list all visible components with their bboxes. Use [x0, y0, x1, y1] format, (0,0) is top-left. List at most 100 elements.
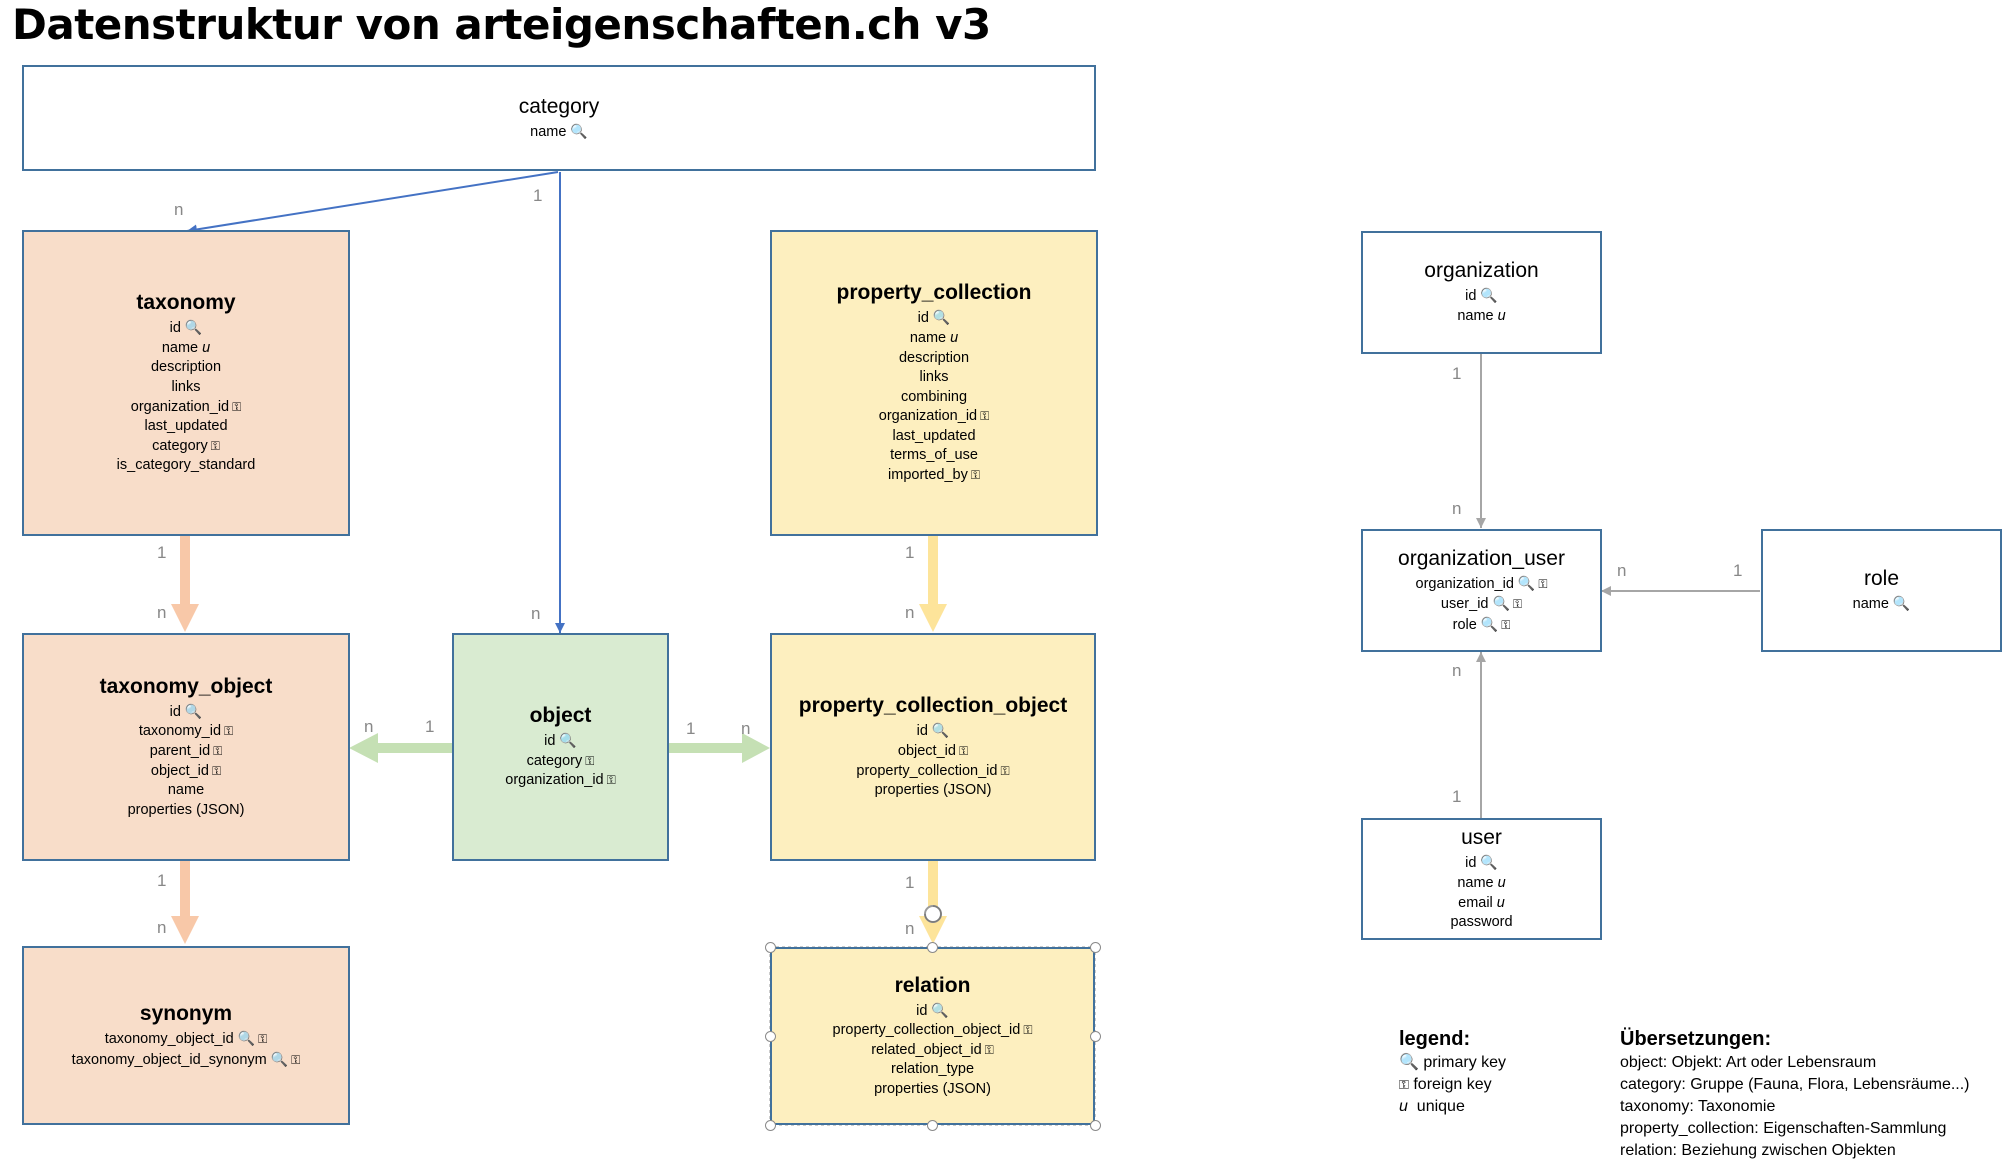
- field-label: taxonomy_id: [138, 723, 222, 740]
- entity-field: organization_id⚿: [505, 771, 616, 791]
- small-key-icon: ⚿: [1000, 763, 1010, 778]
- field-label: properties (JSON): [874, 782, 992, 799]
- field-list: id🔍property_collection_object_id⚿related…: [833, 1001, 1033, 1100]
- entity-field: links: [117, 378, 256, 398]
- field-label: property_collection_object_id: [832, 1022, 1021, 1039]
- entity-field: relation_type: [833, 1060, 1033, 1080]
- key-icon: 🔍: [932, 309, 951, 326]
- translations-heading: Übersetzungen:: [1620, 1028, 1772, 1050]
- small-key-icon: ⚿: [1023, 1023, 1033, 1038]
- entity-name: relation: [894, 973, 971, 997]
- small-key-icon: ⚿: [606, 773, 616, 788]
- entity-field: organization_id⚿: [117, 398, 256, 418]
- resize-handle-n[interactable]: [927, 942, 938, 953]
- key-icon: 🔍: [184, 319, 203, 336]
- small-key-icon: ⚿: [958, 743, 969, 758]
- field-label: password: [1450, 914, 1513, 931]
- cardinality-label: 1: [425, 717, 435, 736]
- field-label: description: [898, 349, 970, 366]
- field-label: related_object_id: [871, 1041, 982, 1058]
- field-label: category: [152, 437, 208, 454]
- entity-object[interactable]: object id🔍category⚿organization_id⚿: [452, 633, 669, 861]
- cardinality-label: 1: [905, 873, 915, 892]
- field-label: taxonomy_object_id_synonym: [71, 1051, 267, 1068]
- entity-field: taxonomy_id⚿: [128, 722, 245, 742]
- entity-relation[interactable]: relation id🔍property_collection_object_i…: [770, 947, 1095, 1125]
- field-label: parent_id: [149, 742, 211, 759]
- small-key-icon: ⚿: [1501, 617, 1511, 632]
- key-icon: 🔍: [1480, 615, 1499, 632]
- resize-handle-w[interactable]: [765, 1031, 776, 1042]
- small-key-icon: ⚿: [213, 743, 223, 758]
- taxonomy-object-synonym-arrowhead: [171, 916, 199, 944]
- field-label: combining: [900, 388, 968, 405]
- resize-handle-sw[interactable]: [765, 1120, 776, 1131]
- field-label: last_updated: [144, 418, 228, 435]
- entity-field: imported_by⚿: [879, 466, 990, 486]
- legend-item-unique: u unique: [1399, 1096, 1506, 1118]
- entity-field: last_updated: [879, 427, 990, 447]
- entity-field: properties (JSON): [128, 801, 245, 821]
- unique-marker: u: [202, 339, 211, 356]
- entity-field: combining: [879, 388, 990, 408]
- entity-role[interactable]: role name🔍: [1761, 529, 2002, 652]
- entity-taxonomy-object[interactable]: taxonomy_object id🔍taxonomy_id⚿parent_id…: [22, 633, 350, 861]
- small-key-icon: ⚿: [1512, 597, 1523, 612]
- entity-field: id🔍: [117, 318, 256, 339]
- entity-property-collection-object[interactable]: property_collection_object id🔍object_id⚿…: [770, 633, 1096, 861]
- field-label: id: [169, 703, 181, 720]
- entity-organization-user[interactable]: organization_user organization_id🔍⚿user_…: [1361, 529, 1602, 652]
- unique-marker: u: [1497, 308, 1506, 324]
- field-label: name: [1457, 308, 1494, 324]
- key-icon: 🔍: [570, 122, 588, 139]
- entity-synonym[interactable]: synonym taxonomy_object_id🔍⚿taxonomy_obj…: [22, 946, 350, 1125]
- cardinality-label: 1: [1733, 561, 1743, 580]
- field-label: properties (JSON): [874, 1080, 991, 1097]
- small-key-icon: ⚿: [585, 753, 595, 768]
- entity-name: taxonomy_object: [99, 674, 273, 698]
- small-key-icon: ⚿: [211, 763, 222, 778]
- field-label: relation_type: [890, 1061, 975, 1078]
- field-label: object_id: [897, 742, 956, 759]
- small-key-icon: ⚿: [232, 399, 242, 414]
- field-label: organization_id: [505, 772, 604, 789]
- resize-handle-ne[interactable]: [1090, 942, 1101, 953]
- object-pco-connector: [668, 743, 745, 753]
- entity-name: synonym: [139, 1001, 233, 1025]
- entity-name: taxonomy: [136, 291, 236, 315]
- resize-handle-nw[interactable]: [765, 942, 776, 953]
- field-list: id🔍category⚿organization_id⚿: [505, 731, 616, 791]
- resize-handle-e[interactable]: [1090, 1031, 1101, 1042]
- entity-field: category⚿: [505, 752, 616, 772]
- entity-category[interactable]: category name🔍: [22, 65, 1096, 171]
- entity-field: name: [128, 781, 245, 801]
- small-key-icon: ⚿: [291, 1052, 301, 1067]
- resize-handle-se[interactable]: [1090, 1120, 1101, 1131]
- legend-item-primary-key: 🔍 primary key: [1399, 1052, 1506, 1074]
- small-key-icon: ⚿: [1538, 576, 1548, 591]
- cardinality-label: n: [1452, 499, 1462, 518]
- field-label: id: [916, 723, 928, 740]
- field-label: imported_by: [888, 467, 968, 484]
- taxonomy-taxonomy-object-arrowhead: [171, 604, 199, 632]
- entity-field: is_category_standard: [117, 456, 256, 476]
- entity-name: organization_user: [1398, 546, 1565, 570]
- entity-field: terms_of_use: [879, 446, 990, 466]
- resize-handle-s[interactable]: [927, 1120, 938, 1131]
- translation-line: taxonomy: Taxonomie: [1620, 1098, 1776, 1115]
- key-icon: 🔍: [1480, 287, 1498, 304]
- entity-field: id🔍: [505, 731, 616, 752]
- entity-name: property_collection_object: [798, 694, 1068, 718]
- pco-relation-connector: [928, 861, 938, 918]
- entity-name: category: [518, 94, 600, 118]
